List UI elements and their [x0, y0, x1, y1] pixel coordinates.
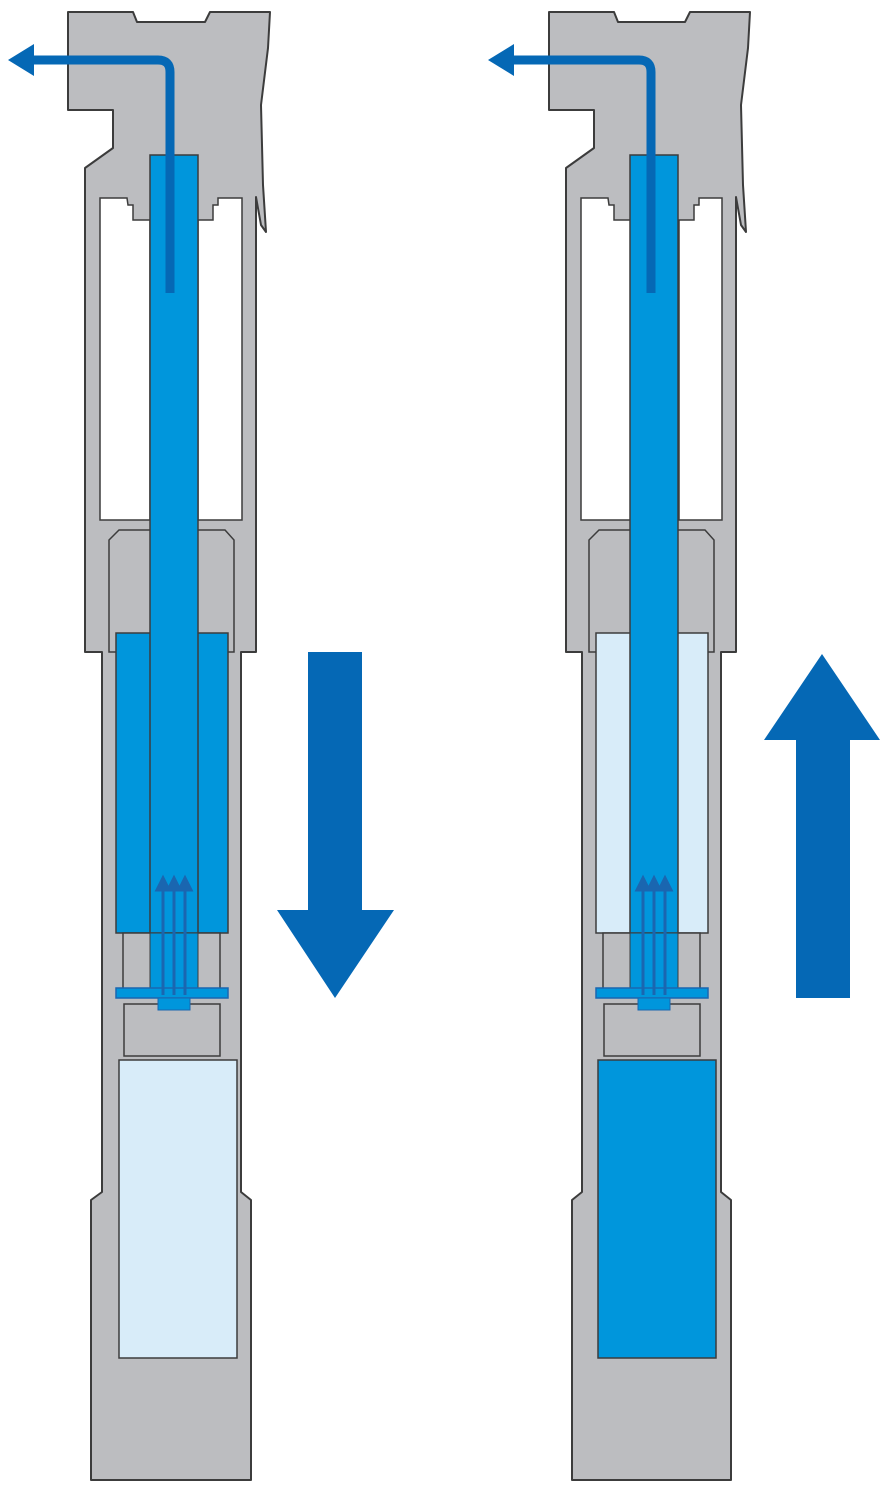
chevron-down-arrow [277, 652, 394, 998]
valve-flow-arrows-right [634, 874, 674, 995]
valve-flow-arrows-left [154, 874, 194, 995]
pump-left-downstroke [8, 11, 394, 1481]
upper-cavity-left-b [197, 197, 243, 521]
outlet-flow-arrow-right [510, 55, 656, 293]
lower-chamber-left [118, 1059, 238, 1359]
chevron-up-arrow [764, 654, 880, 998]
pump-right-upstroke [488, 11, 880, 1481]
lower-chamber-right [597, 1059, 717, 1359]
upper-cavity-right-a [580, 197, 632, 521]
upper-cavity-right-b [678, 197, 723, 521]
outlet-flow-arrow-left [30, 55, 175, 293]
upper-cavity-left-a [99, 197, 151, 521]
